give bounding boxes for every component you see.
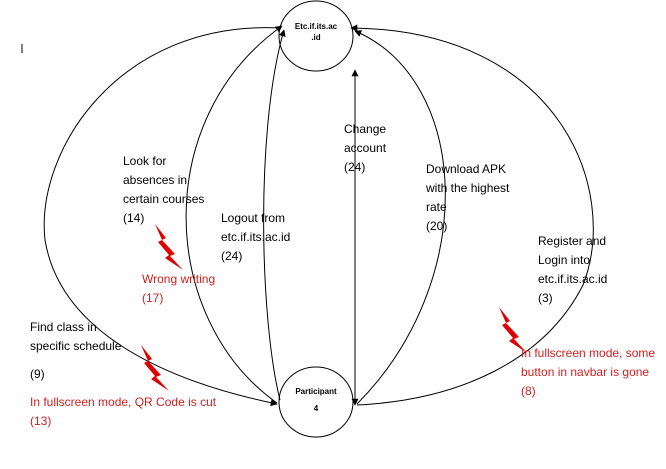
label-line: (20) xyxy=(426,219,448,233)
node-label-line: Etc.if.its.ac xyxy=(294,22,338,31)
edge-look-for-absences xyxy=(185,25,283,404)
label-line: Find class in xyxy=(30,320,97,334)
label-line: (24) xyxy=(344,160,366,174)
node-etc-site-label: Etc.if.its.ac .id xyxy=(288,21,344,43)
label-line: absences in xyxy=(123,173,188,187)
label-line: Look for xyxy=(123,154,167,168)
label-line: (17) xyxy=(142,291,164,305)
edge-label-register-login: Register and Login into etc.if.its.ac.id… xyxy=(538,232,607,308)
label-line: Wrong writing xyxy=(142,272,216,286)
label-line: certain courses xyxy=(123,192,205,206)
issue-label-wrong-writing: Wrong writing (17) xyxy=(142,270,215,308)
node-label-line: Participant xyxy=(295,387,337,396)
lightning-bolt-icon xyxy=(141,345,169,391)
label-line: (13) xyxy=(30,414,52,428)
node-label-line: .id xyxy=(311,33,321,42)
edge-download-apk xyxy=(354,30,446,405)
label-line: Download APK xyxy=(426,162,507,176)
label-line: In fullscreen mode, some xyxy=(521,346,656,360)
lightning-bolt-icon xyxy=(155,224,183,270)
edge-label-change-account: Change account (24) xyxy=(344,120,386,177)
node-participant-label: Participant 4 xyxy=(283,386,349,414)
label-line: (3) xyxy=(538,291,553,305)
node-label-line: 4 xyxy=(313,404,319,413)
label-line: Logout from xyxy=(221,211,286,225)
lightning-bolt-icon xyxy=(499,307,527,353)
label-line: account xyxy=(344,141,387,155)
label-line: etc.if.its.ac.id xyxy=(221,230,291,244)
edge-label-download-apk: Download APK with the highest rate (20) xyxy=(426,160,509,236)
label-line: button in navbar is gone xyxy=(521,365,650,379)
label-line: specific schedule xyxy=(30,339,122,353)
edge-label-logout: Logout from etc.if.its.ac.id (24) xyxy=(221,209,290,266)
label-line: Login into xyxy=(538,253,591,267)
edge-register-login xyxy=(350,24,594,406)
label-line: rate xyxy=(426,200,447,214)
label-line: with the highest xyxy=(426,181,510,195)
edge-label-look-for-absences: Look for absences in certain courses (14… xyxy=(123,152,204,228)
label-line: (9) xyxy=(30,367,45,381)
label-line: (24) xyxy=(221,249,243,263)
issue-label-qr-code-cut: In fullscreen mode, QR Code is cut (13) xyxy=(30,393,216,431)
label-line: In fullscreen mode, QR Code is cut xyxy=(30,395,217,409)
edge-logout xyxy=(263,29,286,401)
issue-label-navbar-button-gone: In fullscreen mode, some button in navba… xyxy=(521,344,655,401)
label-line: Register and xyxy=(538,234,607,248)
label-line: (8) xyxy=(521,384,536,398)
label-line: etc.if.its.ac.id xyxy=(538,272,608,286)
edge-find-class xyxy=(43,27,281,407)
edge-label-find-class: Find class in specific schedule (9) xyxy=(30,318,121,384)
label-line: Change xyxy=(344,122,387,136)
label-line: (14) xyxy=(123,211,145,225)
